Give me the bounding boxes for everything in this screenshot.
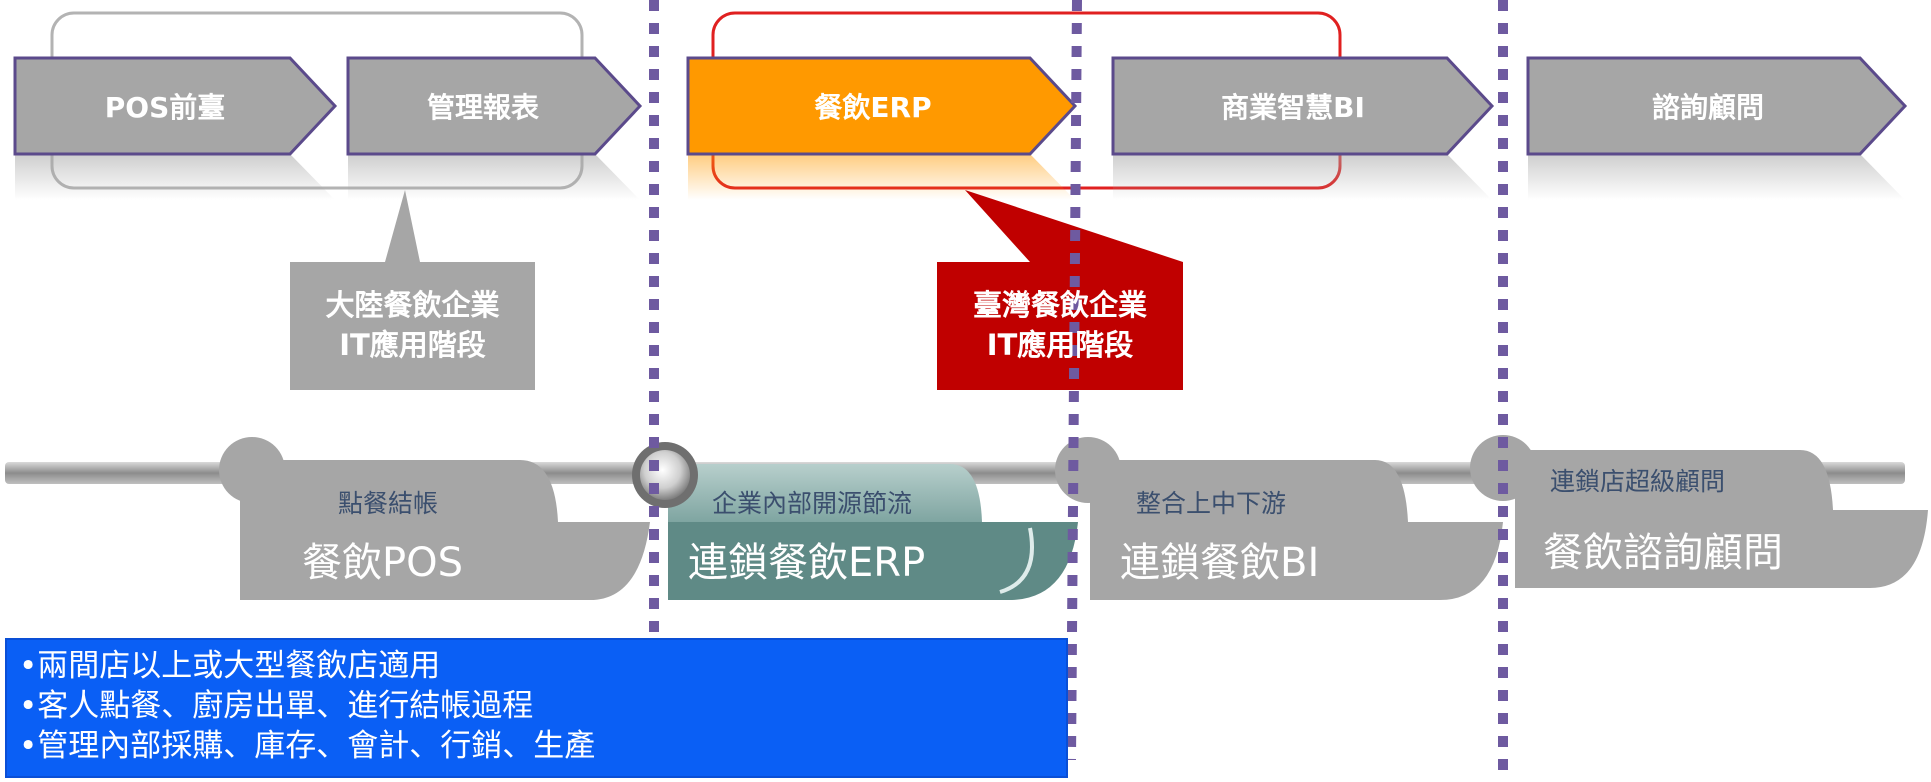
card-pos-title: 餐飲POS [302,540,463,586]
taiwan-callout [937,190,1183,390]
stage-arrow-consult [1526,56,1908,156]
info-line: •管理內部採購、庫存、會計、行銷、生產 [19,728,596,764]
reflection [1528,154,1905,200]
stage-label-bi: 商業智慧BI [1221,91,1365,124]
reflection [348,154,640,200]
card-pos-subtitle: 點餐結帳 [338,489,439,518]
info-line: •兩間店以上或大型餐飲店適用 [19,648,441,684]
mainland-callout [290,190,535,390]
reflection [1113,154,1492,200]
stage-arrow-bi [1111,56,1495,156]
reflection [688,154,1075,200]
mainland-callout-line1: 大陸餐飲企業 [325,288,500,322]
stage-label-pos: POS前臺 [104,91,226,124]
card-bi-title: 連鎖餐飲BI [1120,540,1320,586]
stage-label-erp: 餐飲ERP [814,91,932,124]
info-line: •客人點餐、廚房出單、進行結帳過程 [19,688,534,724]
stage-label-consult: 諮詢顧問 [1651,91,1764,124]
stage-label-report: 管理報表 [426,91,539,124]
card-erp-subtitle: 企業內部開源節流 [712,489,913,518]
card-erp-shape [668,464,1078,600]
taiwan-callout-line2: IT應用階段 [986,328,1134,362]
card-bi-subtitle: 整合上中下游 [1136,489,1287,518]
mainland-callout-line2: IT應用階段 [339,328,486,362]
taiwan-callout-line1: 臺灣餐飲企業 [972,288,1147,322]
card-consult-title: 餐飲諮詢顧問 [1543,530,1783,576]
reflection [15,154,335,200]
stage-arrow-report [346,56,643,156]
card-erp-title: 連鎖餐飲ERP [688,540,926,586]
card-consult-subtitle: 連鎖店超級顧問 [1550,467,1726,496]
info-box: •兩間店以上或大型餐飲店適用 •客人點餐、廚房出單、進行結帳過程 •管理內部採購… [5,638,1068,778]
stage-arrow-erp [686,56,1078,156]
card-pos-shape [219,437,650,600]
stage-arrow-pos [13,56,338,156]
timeline-knob [640,450,690,500]
